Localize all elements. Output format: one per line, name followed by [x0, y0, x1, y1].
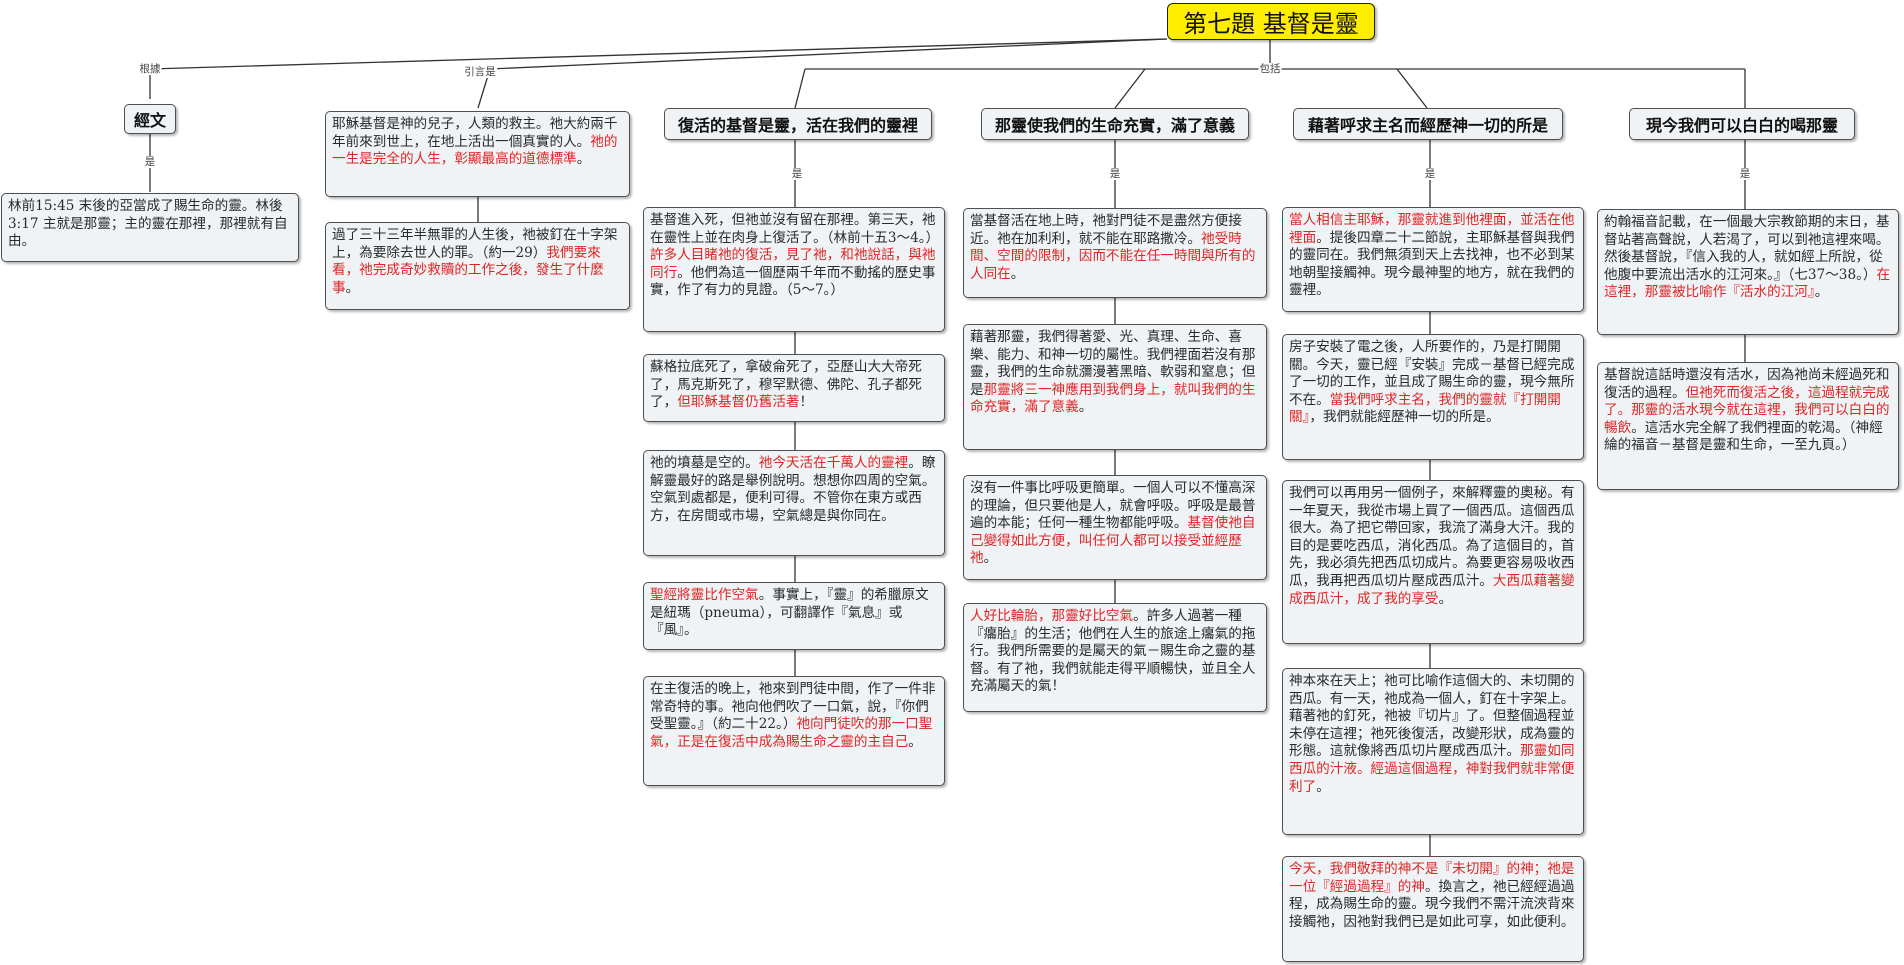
body-text: 。許多人過著一種『癟胎』的生活；他們在人生的旅途上癟氣的拖行。我們所需要的是屬天… — [970, 608, 1256, 695]
highlight-text: 但耶穌基督仍舊活著 — [677, 394, 800, 411]
link-root-scripture — [149, 38, 1168, 70]
b2-box-3[interactable]: 沒有一件事比呼吸更簡單。一個人可以不懂高深的理論，但只要他是人，就會呼吸。呼吸是… — [963, 475, 1267, 580]
branch-3-heading[interactable]: 藉著呼求主名而經歷神一切的所是 — [1293, 108, 1563, 140]
body-text: 。 — [1010, 265, 1025, 282]
b2-box-4[interactable]: 人好比輪胎，那靈好比空氣。許多人過著一種『癟胎』的生活；他們在人生的旅途上癟氣的… — [963, 603, 1267, 712]
body-text: 祂的墳墓是空的。 — [650, 455, 759, 471]
branch-2-heading[interactable]: 那靈使我們的生命充實，滿了意義 — [981, 108, 1249, 140]
b3-box-2[interactable]: 房子安裝了電之後，人所要作的，乃是打開開關。今天，靈已經『安裝』完成－基督已經完… — [1282, 334, 1584, 460]
label-is-b2: 是 — [1108, 168, 1122, 180]
label-basis: 根據 — [138, 63, 162, 75]
highlight-text: 聖經將靈比作空氣 — [650, 587, 759, 603]
branch-4-heading-label: 現今我們可以白白的喝那靈 — [1645, 116, 1838, 135]
scripture-heading-label: 經文 — [133, 111, 166, 130]
body-text: 。這活水完全解了我們裡面的乾渴。（神經綸的福音－基督是靈和生命，一至九頁。） — [1604, 419, 1883, 454]
body-text: 耶穌基督是神的兒子，人類的救主。祂大約兩千年前來到世上，在地上活出一個真實的人。 — [332, 116, 618, 150]
intro-box-1[interactable]: 耶穌基督是神的兒子，人類的救主。祂大約兩千年前來到世上，在地上活出一個真實的人。… — [325, 111, 630, 197]
b2-box-2[interactable]: 藉著那靈，我們得著愛、光、真理、生命、喜樂、能力、和神一切的屬性。我們裡面若沒有… — [963, 324, 1267, 450]
body-text: 房子安裝了電之後，人所要作的，乃是打開開關。今天，靈已經『安裝』完成－基督已經完… — [1289, 339, 1575, 408]
body-text: 當基督活在地上時，祂對門徒不是盡然方便接近。祂在加利利，就不能在耶路撒冷。 — [970, 213, 1242, 247]
highlight-text: 祂的一生是完全的人生，彰顯最高的道德標準 — [332, 133, 618, 168]
link-includes-b3 — [1396, 68, 1428, 109]
highlight-text: 許多人目睹祂的復活，見了祂，和祂說話，與祂同行 — [650, 247, 936, 281]
b4-box-2[interactable]: 基督說這話時還沒有活水，因為祂尚未經過死和復活的過程。但祂死而復活之後，這過程就… — [1597, 362, 1899, 490]
link-includes-b1 — [794, 68, 806, 109]
body-text: 過了三十三年半無罪的人生後，祂被釘在十字架上，為要除去世人的罪。（約一29） — [332, 227, 618, 261]
b4-box-1[interactable]: 約翰福音記載，在一個最大宗教節期的末日，基督站著高聲說，人若渴了，可以到祂這裡來… — [1597, 209, 1899, 335]
b1-box-3[interactable]: 祂的墳墓是空的。祂今天活在千萬人的靈裡。瞭解靈最好的路是舉例說明。想想你四周的空… — [643, 450, 945, 556]
body-text: 沒有一件事比呼吸更簡單。一個人可以不懂高深的理論，但只要他是人，就會呼吸。呼吸是… — [970, 480, 1256, 532]
body-text: 神本來在天上；祂可比喻作這個大的、未切開的西瓜。有一天，祂成為一個人，釘在十字架… — [1289, 673, 1575, 760]
highlight-text: 當人相信主耶穌，那靈就進到他裡面，並活在他裡面 — [1289, 212, 1575, 246]
body-text: 我們可以再用另一個例子，來解釋靈的奧秘。有一年夏天，我從市場上買了一個西瓜。這個… — [1289, 485, 1575, 589]
body-text: 。提後四章二十二節說，主耶穌基督與我們的靈同在。我們無須到天上去找神，也不必到某… — [1289, 229, 1575, 299]
body-text: 。 — [983, 550, 998, 567]
body-text: 基督進入死，但祂並沒有留在那裡。第三天，祂在靈性上並在肉身上復活了。（林前十五3… — [650, 212, 940, 246]
label-intro: 引言是 — [463, 66, 497, 78]
highlight-text: 但祂死而復活之後，這過程就完成了。那靈的活水現今就在這裡，我們可以白白的暢飲 — [1604, 384, 1890, 436]
label-is-b1: 是 — [790, 168, 804, 180]
link-root-intro — [489, 38, 1168, 70]
branch-3-heading-label: 藉著呼求主名而經歷神一切的所是 — [1307, 116, 1548, 135]
body-text: ，我們就能經歷神一切的所是。 — [1309, 409, 1500, 426]
branch-2-heading-label: 那靈使我們的生命充實，滿了意義 — [994, 116, 1235, 135]
link-includes-b2 — [1114, 68, 1146, 109]
highlight-text: 在這裡，那靈被比喻作『活水的江河』 — [1604, 266, 1891, 301]
label-is-b4: 是 — [1738, 168, 1752, 180]
branch-1-heading-label: 復活的基督是靈，活在我們的靈裡 — [677, 116, 918, 135]
body-text: 藉著那靈，我們得著愛、光、真理、生命、喜樂、能力、和神一切的屬性。我們裡面若沒有… — [970, 329, 1256, 398]
body-text: 。 — [1814, 284, 1829, 301]
highlight-text: 祂今天活在千萬人的靈裡 — [758, 455, 909, 471]
body-text: 約翰福音記載，在一個最大宗教節期的末日，基督站著高聲說，人若渴了，可以到祂這裡來… — [1604, 214, 1890, 283]
body-text: ！ — [799, 394, 814, 411]
body-text: 。 — [1438, 590, 1453, 607]
body-text: 。 — [345, 279, 360, 296]
intro-box-2[interactable]: 過了三十三年半無罪的人生後，祂被釘在十字架上，為要除去世人的罪。（約一29）我們… — [325, 222, 630, 310]
body-text: 。 — [1316, 778, 1330, 795]
b2-box-1[interactable]: 當基督活在地上時，祂對門徒不是盡然方便接近。祂在加利利，就不能在耶路撒冷。祂受時… — [963, 208, 1267, 298]
branch-1-heading[interactable]: 復活的基督是靈，活在我們的靈裡 — [664, 108, 932, 140]
b1-box-4[interactable]: 聖經將靈比作空氣。事實上，『靈』的希臘原文是紐瑪（pneuma），可翻譯作『氣息… — [643, 582, 945, 650]
b1-box-5[interactable]: 在主復活的晚上，祂來到門徒中間，作了一件非常奇特的事。祂向他們吹了一口氣，說，『… — [643, 676, 945, 786]
scripture-text-box[interactable]: 林前15:45 末後的亞當成了賜生命的靈。林後3:17 主就是那靈；主的靈在那裡… — [1, 193, 299, 262]
b1-box-2[interactable]: 蘇格拉底死了，拿破侖死了，亞歷山大大帝死了，馬克斯死了，穆罕默德、佛陀、孔子都死… — [643, 354, 945, 422]
label-includes: 包括 — [1258, 63, 1282, 75]
body-text: 。換言之，祂已經經過過程，成為賜生命的靈。現今我們不需汗流浹背來接觸祂，因祂對我… — [1289, 878, 1575, 930]
b3-box-5[interactable]: 今天，我們敬拜的神不是『未切開』的神；祂是一位『經過過程』的神。換言之，祂已經經… — [1282, 856, 1584, 962]
highlight-text: 今天，我們敬拜的神不是『未切開』的神；祂是一位『經過過程』的神 — [1289, 861, 1575, 895]
b3-box-3[interactable]: 我們可以再用另一個例子，來解釋靈的奧秘。有一年夏天，我從市場上買了一個西瓜。這個… — [1282, 480, 1584, 644]
scripture-text: 林前15:45 末後的亞當成了賜生命的靈。林後3:17 主就是那靈；主的靈在那裡… — [8, 198, 288, 250]
body-text: 基督說這話時還沒有活水，因為祂尚未經過死和復活的過程。 — [1604, 367, 1890, 401]
scripture-heading[interactable]: 經文 — [124, 104, 176, 134]
b3-box-1[interactable]: 當人相信主耶穌，那靈就進到他裡面，並活在他裡面。提後四章二十二節說，主耶穌基督與… — [1282, 207, 1584, 312]
label-is-b3: 是 — [1423, 168, 1437, 180]
highlight-text: 基督使祂自己變得如此方便，叫任何人都可以接受並經歷祂 — [970, 515, 1256, 567]
highlight-text: 祂受時間、空間的限制，因而不能在任一時間與所有的人同在 — [970, 230, 1256, 282]
highlight-text: 當我們呼求主名，我們的靈就『打開開關』 — [1289, 391, 1561, 426]
root-title: 第七題 基督是靈 — [1183, 10, 1359, 38]
highlight-text: 大西瓜藉著變成西瓜汁，成了我的享受 — [1289, 572, 1575, 607]
branch-4-heading[interactable]: 現今我們可以白白的喝那靈 — [1629, 108, 1855, 140]
body-text: 。事實上，『靈』的希臘原文是紐瑪（pneuma），可翻譯作『氣息』或『風』。 — [650, 587, 929, 639]
body-text: 。 — [908, 733, 922, 750]
label-is-scripture: 是 — [143, 156, 157, 168]
body-text: 。他們為這一個歷兩千年而不動搖的歷史事實，作了有力的見證。（5～7。） — [650, 264, 936, 299]
body-text: 。 — [576, 151, 591, 168]
highlight-text: 人好比輪胎，那靈好比空氣 — [970, 608, 1134, 624]
body-text: 。瞭解靈最好的路是舉例說明。想想你四周的空氣。空氣到處都是，便利可得。不管你在東… — [650, 455, 936, 524]
b1-box-1[interactable]: 基督進入死，但祂並沒有留在那裡。第三天，祂在靈性上並在肉身上復活了。（林前十五3… — [643, 207, 945, 332]
b3-box-4[interactable]: 神本來在天上；祂可比喻作這個大的、未切開的西瓜。有一天，祂成為一個人，釘在十字架… — [1282, 668, 1584, 835]
body-text: 。 — [1078, 399, 1093, 416]
highlight-text: 我們要來看，祂完成奇妙救贖的工作之後，發生了什麼事 — [332, 244, 604, 296]
root-topic[interactable]: 第七題 基督是靈 — [1167, 3, 1375, 40]
highlight-text: 祂向門徒吹的那一口聖氣，正是在復活中成為賜生命之靈的主自己 — [650, 716, 933, 750]
highlight-text: 那靈如同西瓜的汁液。經過這個過程，神對我們就非常便利了 — [1289, 743, 1575, 795]
highlight-text: 那靈將三一神應用到我們身上，就叫我們的生命充實，滿了意義 — [970, 381, 1256, 416]
body-text: 在主復活的晚上，祂來到門徒中間，作了一件非常奇特的事。祂向他們吹了一口氣，說，『… — [650, 681, 936, 733]
body-text: 蘇格拉底死了，拿破侖死了，亞歷山大大帝死了，馬克斯死了，穆罕默德、佛陀、孔子都死… — [650, 359, 922, 411]
